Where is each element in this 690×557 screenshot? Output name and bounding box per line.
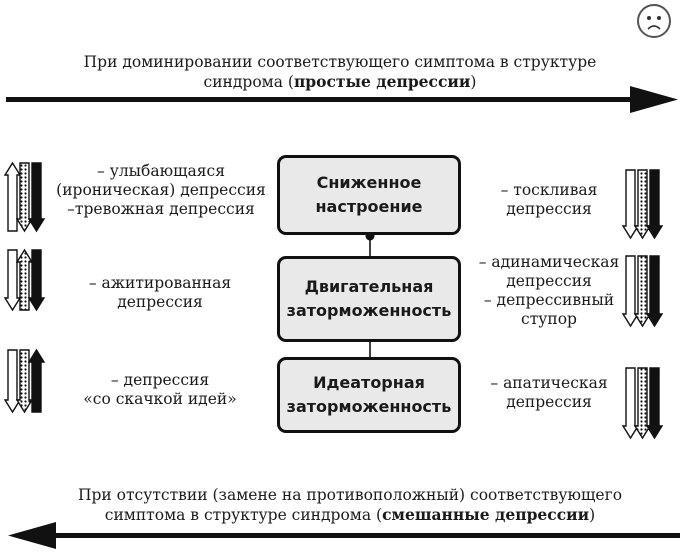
long-arrow-right-icon — [6, 86, 678, 113]
mixed-depressions-label: смешанные депрессии — [382, 505, 590, 524]
simple-depressions-label: простые депрессии — [293, 72, 471, 91]
top-caption-line1: При доминировании соответствующего симпт… — [83, 53, 597, 71]
solid-arrow-icon — [645, 255, 664, 328]
triple-arrow-icon — [621, 367, 664, 440]
dotted-arrow-icon — [15, 349, 34, 414]
right-label-3: – апатическая депрессия — [490, 374, 608, 411]
dotted-arrow-icon — [633, 169, 652, 240]
long-arrow-left-icon — [8, 522, 680, 549]
bottom-caption: При отсутствии (замене на противоположны… — [60, 486, 640, 525]
sad-face-icon — [637, 4, 671, 38]
right-label-1: – тоскливая депрессия — [500, 181, 598, 218]
outline-arrow-icon — [621, 255, 640, 328]
dotted-arrow-icon — [15, 248, 34, 311]
dotted-arrow-icon — [633, 255, 652, 328]
left-label-3: – депрессия «со скачкой идей» — [83, 371, 237, 408]
solid-arrow-icon — [27, 249, 46, 312]
triple-arrow-icon — [3, 161, 46, 233]
symptom-arrows — [3, 161, 664, 440]
left-label-2: – ажитированная депрессия — [88, 274, 232, 311]
outline-arrow-icon — [621, 367, 640, 440]
outline-arrow-icon — [3, 349, 22, 414]
triple-arrow-icon — [621, 169, 664, 240]
left-label-1: – улыбающаяся (ироническая) депрессия –т… — [56, 162, 266, 218]
solid-arrow-icon — [645, 367, 664, 440]
outline-arrow-icon — [3, 249, 22, 312]
solid-arrow-icon — [27, 162, 46, 233]
triple-arrow-icon — [3, 248, 46, 312]
solid-arrow-icon — [645, 169, 664, 240]
top-caption: При доминировании соответствующего симпт… — [60, 53, 620, 92]
bottom-caption-line1: При отсутствии (замене на противоположны… — [77, 486, 623, 504]
dotted-arrow-icon — [633, 367, 652, 440]
triple-arrow-icon — [3, 348, 46, 414]
bottom-caption-line2: симптома в структуре синдрома (смешанные… — [104, 505, 596, 524]
right-label-2: – адинамическая депрессия – депрессивный… — [478, 253, 620, 328]
outline-arrow-icon — [3, 161, 22, 232]
triple-arrow-icon — [621, 255, 664, 328]
dotted-arrow-icon — [15, 162, 34, 233]
solid-arrow-icon — [27, 348, 46, 413]
outline-arrow-icon — [621, 169, 640, 240]
top-caption-line2: синдрома (простые депрессии) — [203, 72, 477, 91]
